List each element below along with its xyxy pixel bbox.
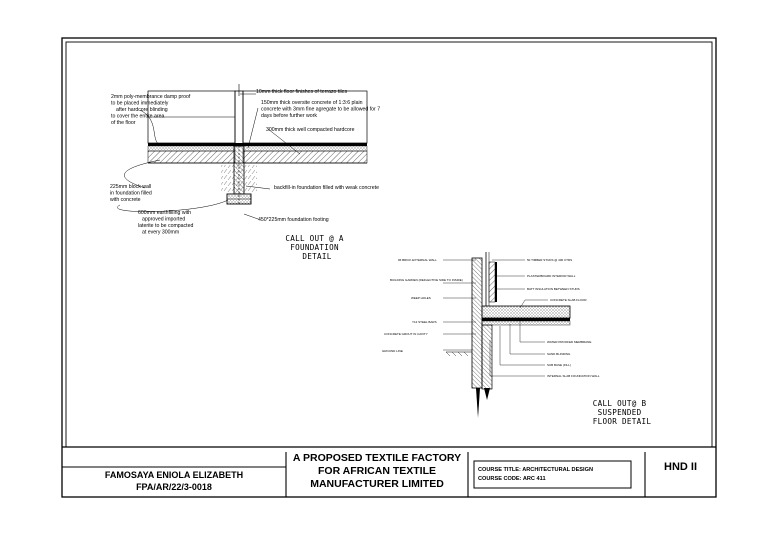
b-note-sub-base: SUB BASE (FILL): [547, 363, 571, 367]
b-note-plasterboard: PLASTERBOARD INTERIOR WALL: [527, 274, 576, 278]
b-note-internal-wall: INTERNAL SLAB FOUNDATION WALL: [547, 374, 600, 378]
wall-stem-upper: [234, 90, 244, 147]
course-code: COURSE CODE: ARC 411: [478, 476, 546, 482]
slab-note: 150mm thick oversite concrete of 1:3:6 p…: [261, 100, 382, 119]
b-note-building-garden: BUILDING GARDEN (REFLECTIVE SIDE TO INSI…: [390, 278, 463, 282]
b-note-batt-insulation: BATT INSULATION BETWEEN STUDS: [527, 287, 580, 291]
dpm-note: 2mm poly-membrance damp proof to be plac…: [111, 94, 192, 126]
footing-note: 450*225mm foundation footing: [258, 217, 329, 223]
course-box: [473, 460, 632, 489]
callout-b-title: CALL OUT@ B SUSPENDED FLOOR DETAIL: [593, 399, 652, 426]
floor-finish-tiles: [148, 143, 367, 146]
b-note-ground-line: GROUND LINE: [382, 349, 403, 353]
earthfill: [221, 165, 257, 193]
sand-blinding: [481, 320, 571, 326]
student-name: FAMOSAYA ENIOLA ELIZABETH: [104, 470, 244, 480]
plasterboard: [495, 262, 497, 302]
b-note-concrete-slab: CONCRETE SLAB FLOOR: [550, 298, 587, 302]
b-note-brick-wall: 9ft BRICK EXTERNAL WALL: [398, 258, 437, 262]
b-note-membrane: WATER PROOFED MEMBRANE: [547, 340, 591, 344]
tile-note: 10mm thick floor finishes of terrazo til…: [256, 89, 348, 95]
hardcore-note: 300mm thick well compacted hardcore: [266, 127, 355, 133]
oversite-concrete-right: [242, 145, 368, 152]
level-label: HND II: [664, 461, 697, 473]
matric-number: FPA/AR/22/3-0018: [136, 482, 212, 492]
b-note-steel-bars: Y12 STEEL BARS: [412, 320, 437, 324]
hardcore-right: [242, 150, 368, 164]
oversite-concrete-left: [147, 145, 236, 152]
project-title: A PROPOSED TEXTILE FACTORY FOR AFRICAN T…: [292, 452, 462, 490]
course-title: COURSE TITLE: ARCHITECTURAL DESIGN: [478, 467, 593, 473]
outer-border: [61, 37, 717, 498]
backfill-note: backfill-in foundation filled with weak …: [274, 185, 379, 191]
suspended-floor-drawing: [443, 252, 571, 418]
hardcore-left: [147, 150, 236, 164]
callout-a-title: CALL OUT @ A FOUNDATION DETAIL: [285, 234, 348, 261]
timber-studs: [488, 261, 496, 303]
b-note-timber-studs: 50 TIMBER STUDS @ 400 CTRS: [527, 258, 572, 262]
b-note-grout: CONCRETE GROUT IN CAVITY: [384, 332, 428, 336]
concrete-slab-floor: [481, 305, 571, 319]
foundation-detail-drawing: [117, 84, 368, 220]
waterproof-membrane: [482, 318, 570, 321]
earthfill-note: 600mm earthfilling with approved importe…: [138, 210, 195, 236]
internal-foundation-wall: [481, 324, 493, 390]
block-note: 225mm block wall in foundation filled wi…: [110, 184, 153, 203]
b-note-weep-holes: WEEP HOLES: [411, 296, 431, 300]
b-note-sand-blinding: SAND BLINDING: [547, 352, 571, 356]
brick-external-wall: [471, 257, 483, 389]
